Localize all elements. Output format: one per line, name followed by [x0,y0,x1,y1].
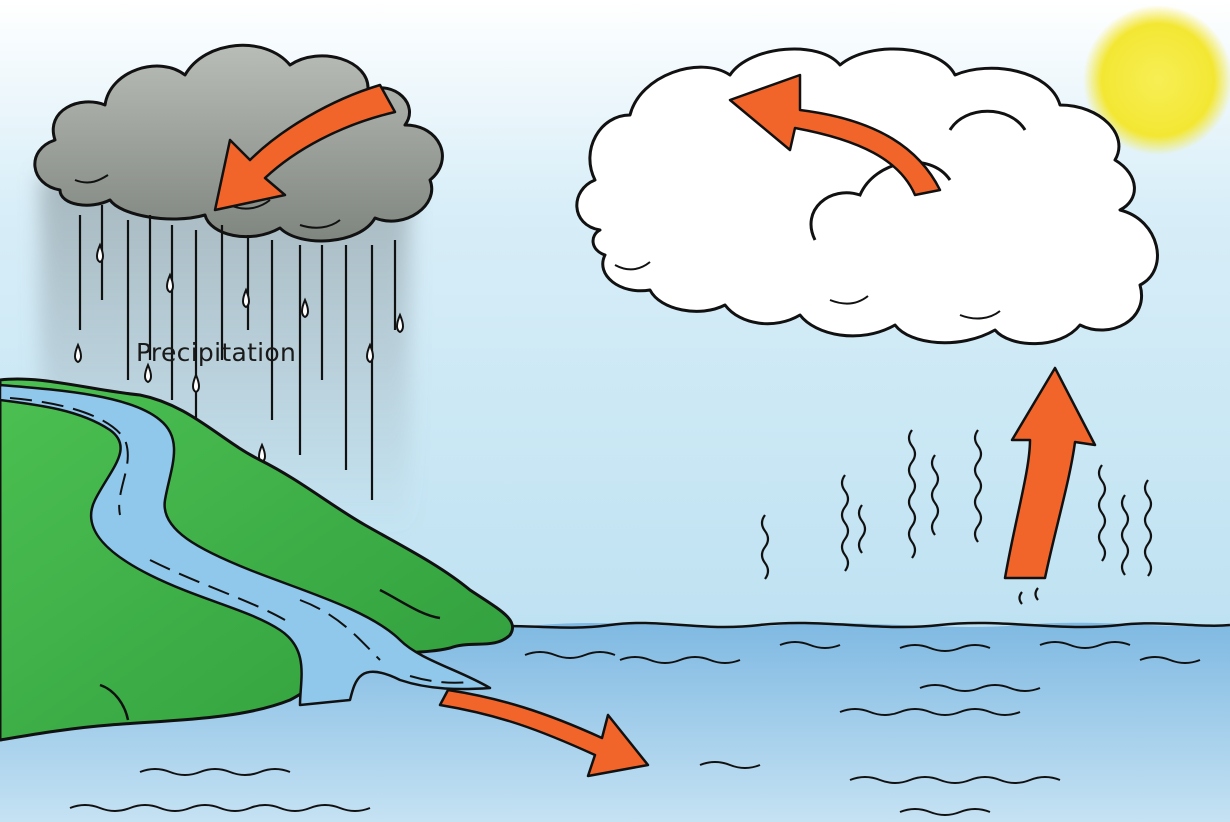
precipitation-label: Precipitation [136,338,296,367]
